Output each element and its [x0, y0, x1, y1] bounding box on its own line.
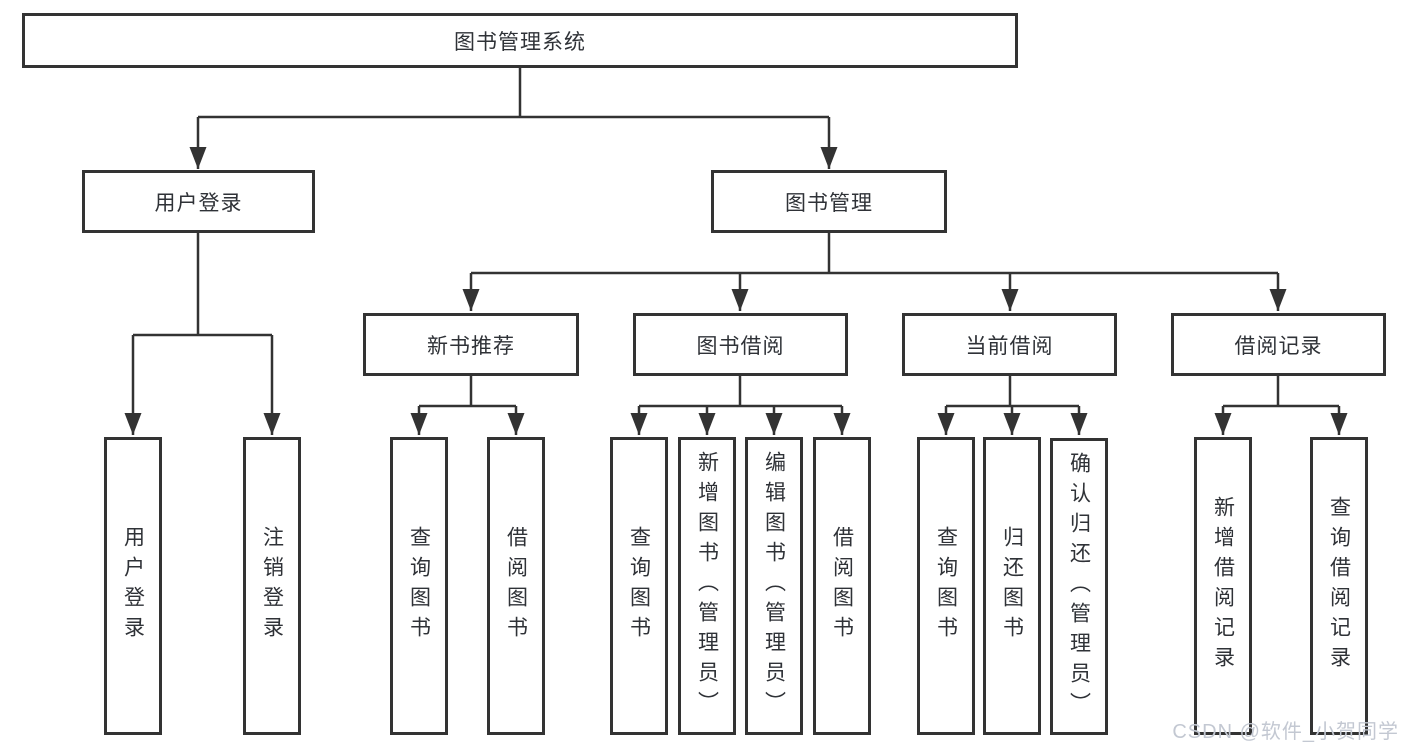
edge-mgmt-split — [471, 233, 1278, 275]
leaf-rec-query-book: 查询图书 — [390, 437, 448, 735]
node-book-borrow: 图书借阅 — [633, 313, 848, 376]
leaf-rec-borrow-book: 借阅图书 — [487, 437, 545, 735]
leaf-bb-edit-book: 编辑图书（管理员） — [745, 437, 803, 735]
node-current-borrow: 当前借阅 — [902, 313, 1117, 376]
node-book-management: 图书管理 — [711, 170, 947, 233]
leaf-logout: 注销登录 — [243, 437, 301, 735]
leaf-cb-return-book: 归还图书 — [983, 437, 1041, 735]
csdn-watermark: CSDN @软件_小贺同学 — [1172, 721, 1399, 743]
leaf-br-query-record: 查询借阅记录 — [1310, 437, 1368, 735]
edge-login-split — [133, 233, 272, 337]
edge-record-split — [1223, 376, 1339, 408]
node-new-book-recommend: 新书推荐 — [363, 313, 579, 376]
edge-rec-split — [419, 376, 516, 408]
edge-borrow-split — [639, 376, 842, 408]
node-user-login: 用户登录 — [82, 170, 315, 233]
edge-current-split — [946, 376, 1079, 408]
node-library-system: 图书管理系统 — [22, 13, 1018, 68]
leaf-bb-add-book: 新增图书（管理员） — [678, 437, 736, 735]
leaf-bb-borrow-book: 借阅图书 — [813, 437, 871, 735]
node-borrow-records: 借阅记录 — [1171, 313, 1386, 376]
leaf-cb-query-book: 查询图书 — [917, 437, 975, 735]
leaf-br-add-record: 新增借阅记录 — [1194, 437, 1252, 735]
leaf-user-login: 用户登录 — [104, 437, 162, 735]
leaf-bb-query-book: 查询图书 — [610, 437, 668, 735]
leaf-cb-confirm-return: 确认归还（管理员） — [1050, 438, 1108, 735]
edge-root-split — [198, 68, 829, 119]
